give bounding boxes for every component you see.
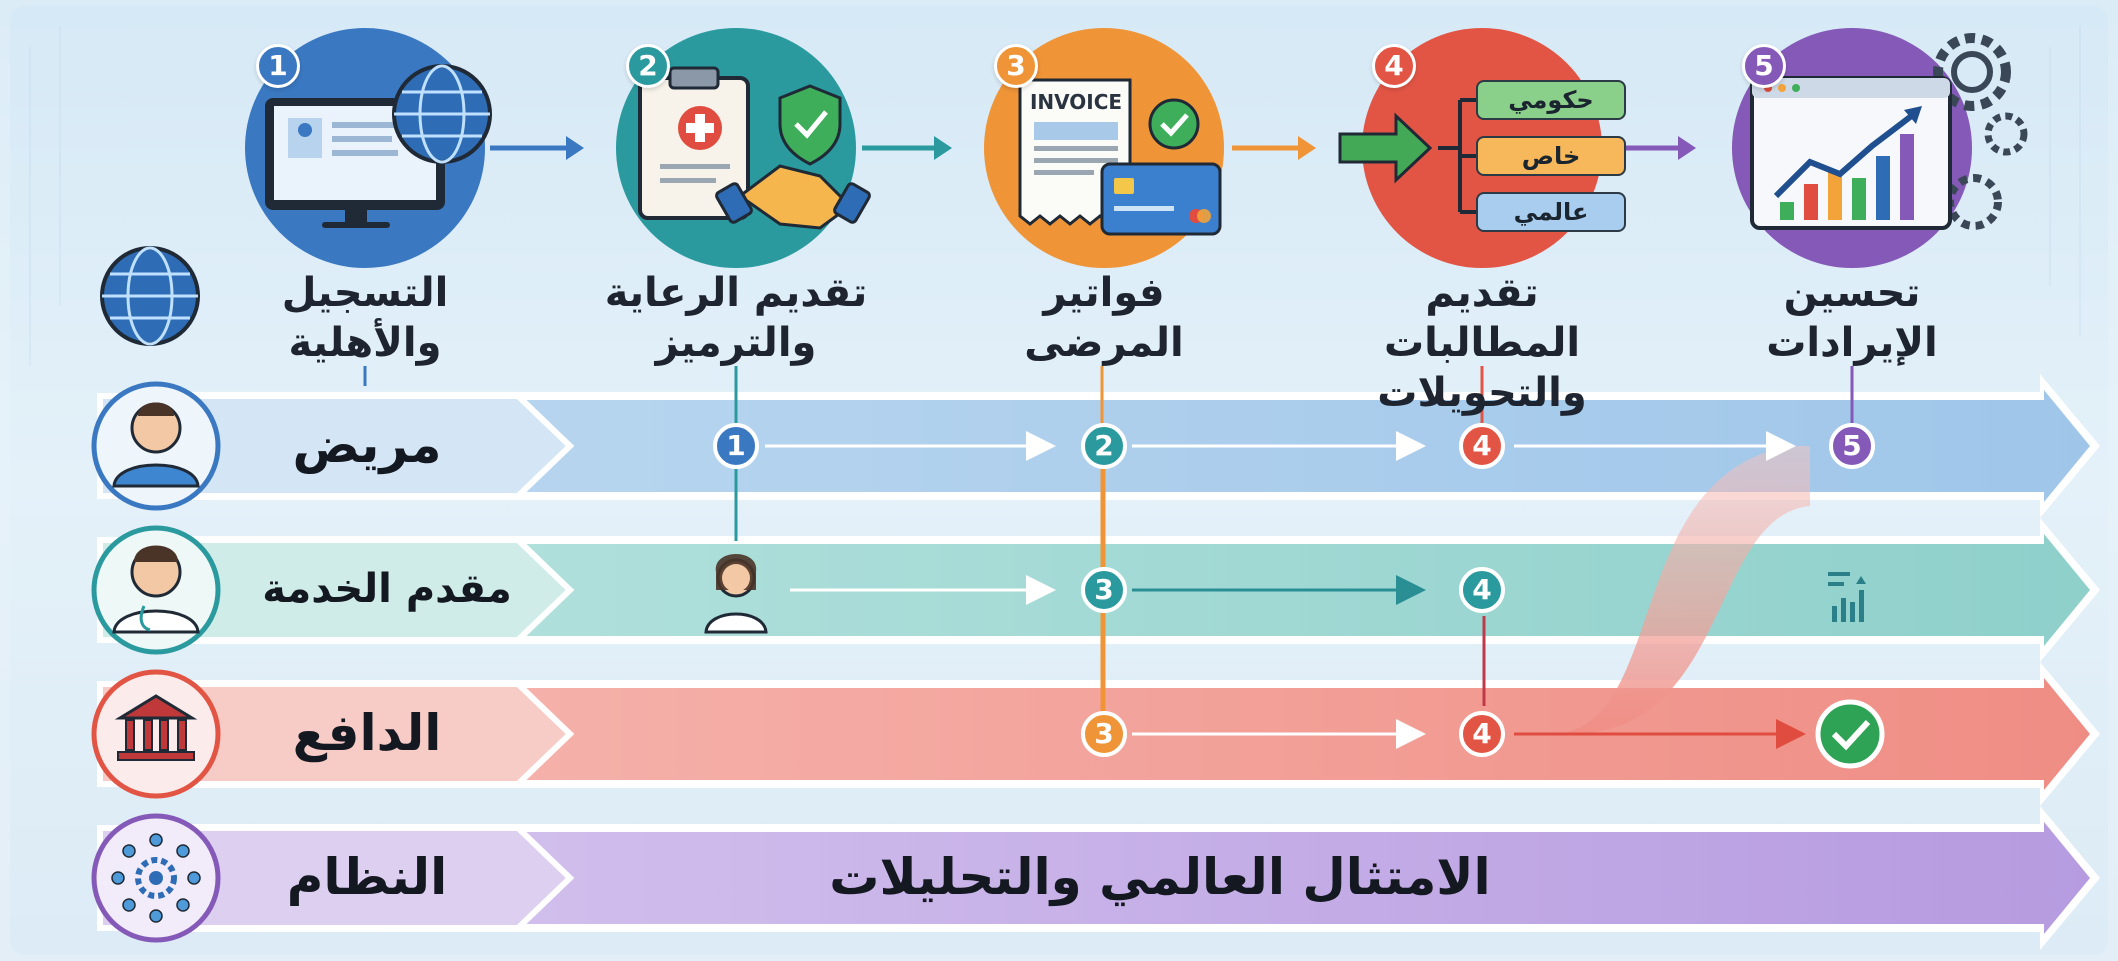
stage2-title-line1: تقديم الرعاية xyxy=(604,270,868,316)
stage2-title: تقديم الرعاية والترميز xyxy=(586,268,886,368)
invoice-label: INVOICE xyxy=(1029,90,1123,114)
stage4-number: 4 xyxy=(1372,44,1416,88)
system-band-text: الامتثال العالمي والتحليلات xyxy=(829,848,1491,906)
payer-step-badge: 4 xyxy=(1459,711,1505,757)
provider-avatar-icon xyxy=(91,525,221,655)
stage1-number: 1 xyxy=(256,44,300,88)
lane-label-system: النظام xyxy=(286,848,448,906)
diagram-graphics xyxy=(29,26,2100,950)
lane-label-payer: الدافع xyxy=(292,704,442,762)
lane-label-provider: مقدم الخدمة xyxy=(262,566,512,612)
claim-type-global: عالمي xyxy=(1476,192,1626,232)
provider-step-badge: 4 xyxy=(1459,567,1505,613)
side-globe-icon xyxy=(100,246,200,346)
credit-card-icon xyxy=(1100,162,1222,236)
patient-step-badge: 2 xyxy=(1081,423,1127,469)
claim-type-government: حكومي xyxy=(1476,80,1626,120)
system-network-icon xyxy=(91,813,221,943)
handshake-icon xyxy=(715,164,871,230)
stage3-title-line2: المرضى xyxy=(1024,320,1184,366)
stage1-title-line2: والأهلية xyxy=(288,320,442,366)
stage5-title: تحسين الإيرادات xyxy=(1702,268,2002,368)
stage4-title-line1: تقديم المطالبات xyxy=(1383,270,1581,366)
stage1-title-line1: التسجيل xyxy=(281,270,449,316)
clipboard-icon xyxy=(638,66,750,220)
stage2-title-line2: والترميز xyxy=(655,320,817,366)
success-check-icon xyxy=(1815,699,1885,769)
stage5-title-line1: تحسين xyxy=(1783,270,1921,316)
check-circle-icon xyxy=(1148,98,1200,150)
lane-label-patient: مريض xyxy=(292,416,442,474)
analytics-chart-icon xyxy=(1750,76,1952,230)
payer-to-patient-curve xyxy=(1550,446,1810,734)
claim-type-private: خاص xyxy=(1476,136,1626,176)
diagram-canvas: 1 2 3 4 5 INVOICE حكومي خاص عالمي التسجي… xyxy=(10,6,2108,955)
payer-bank-icon xyxy=(91,669,221,799)
stage2-number: 2 xyxy=(626,44,670,88)
stage4-title-line2: والتحويلات xyxy=(1377,370,1587,416)
payer-step-badge: 3 xyxy=(1081,711,1127,757)
lane-label-chevrons xyxy=(97,393,575,931)
stage5-title-line2: الإيرادات xyxy=(1766,320,1938,366)
shield-icon xyxy=(778,84,842,166)
patient-step-badge: 4 xyxy=(1459,423,1505,469)
stage3-title: فواتير المرضى xyxy=(954,268,1254,368)
provider-step-badge: 3 xyxy=(1081,567,1127,613)
mini-analytics-icon xyxy=(1828,572,1866,622)
stage5-number: 5 xyxy=(1742,44,1786,88)
patient-avatar-icon xyxy=(91,381,221,511)
globe-icon xyxy=(392,64,492,164)
patient-step-badge: 1 xyxy=(713,423,759,469)
stage4-title: تقديم المطالبات والتحويلات xyxy=(1322,268,1642,418)
stage3-number: 3 xyxy=(994,44,1038,88)
stage3-title-line1: فواتير xyxy=(1043,270,1165,316)
patient-step-badge: 5 xyxy=(1829,423,1875,469)
stage1-title: التسجيل والأهلية xyxy=(215,268,515,368)
routing-arrow-icon xyxy=(1338,98,1476,214)
doctor-mini-icon xyxy=(704,554,768,634)
